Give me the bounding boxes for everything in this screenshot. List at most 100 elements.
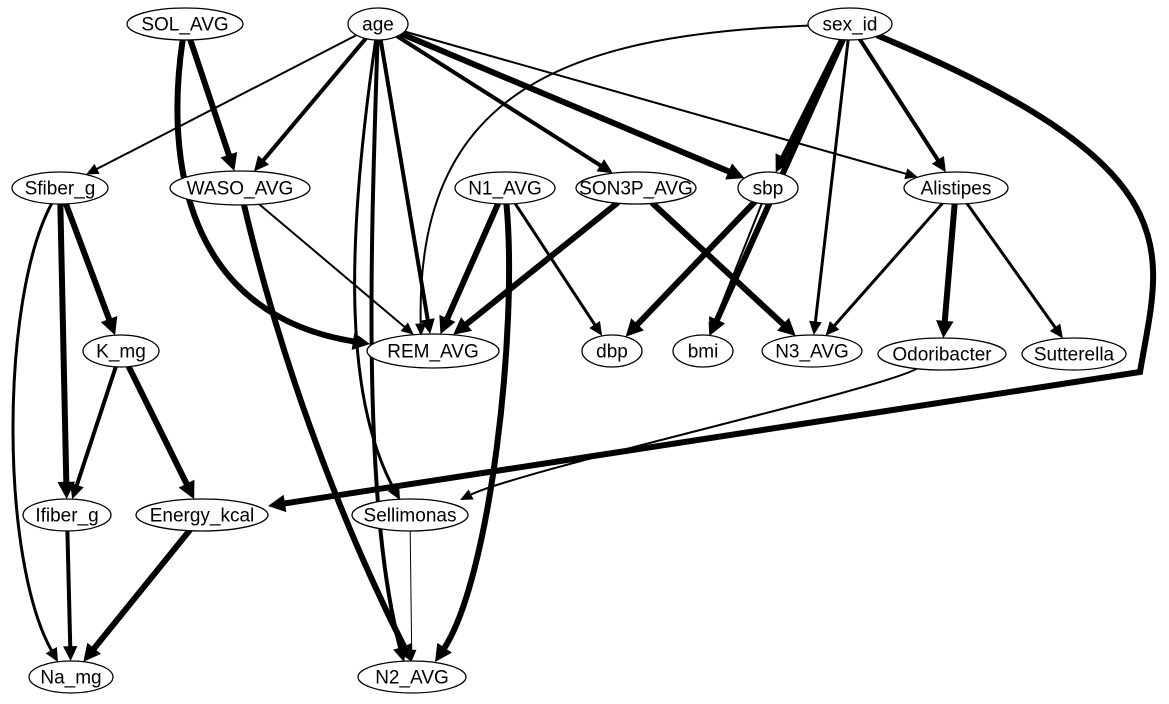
- node-label: N2_AVG: [375, 668, 449, 689]
- edge-line: [94, 34, 358, 171]
- edge-K_mg-to-Ifiber_g: [70, 364, 118, 500]
- edge-arrowhead: [453, 317, 473, 335]
- node-ellipse: [28, 660, 114, 694]
- edge-line: [941, 200, 958, 326]
- edge-K_mg-to-Energy_kcal: [125, 363, 195, 500]
- edge-arrowhead: [725, 163, 745, 180]
- edge-sbp-to-bmi: [708, 202, 763, 336]
- edge-line: [187, 36, 233, 160]
- edge-SON3P_AVG-to-REM_AVG: [453, 200, 621, 335]
- edge-sex_id-to-N3_AVG: [809, 38, 850, 336]
- edge-Alistipes-to-Odoribacter: [936, 200, 958, 339]
- edge-line: [462, 200, 621, 329]
- edge-N1_AVG-to-REM_AVG: [439, 200, 502, 335]
- node-ellipse: [581, 334, 643, 368]
- node-label: Alistipes: [921, 179, 992, 200]
- edge-age-to-WASO_AVG: [254, 36, 368, 172]
- node-ellipse: [351, 498, 469, 532]
- edge-line: [443, 200, 502, 324]
- edge-line: [419, 24, 810, 327]
- node-ifiber-g: Ifiber_g: [22, 498, 112, 532]
- edge-Odoribacter-to-Sellimonas: [460, 367, 918, 500]
- node-label: Na_mg: [40, 668, 101, 689]
- edge-line: [513, 202, 598, 328]
- node-sex-id: sex_id: [807, 7, 893, 41]
- edge-sex_id-to-Alistipes: [858, 37, 946, 173]
- edge-arrowhead: [809, 320, 822, 336]
- node-sbp: sbp: [737, 171, 799, 205]
- node-ellipse: [366, 333, 500, 369]
- node-n3-avg: N3_AVG: [761, 334, 863, 368]
- node-rem-avg: REM_AVG: [366, 333, 500, 369]
- edge-age-to-sbp: [398, 30, 745, 180]
- edge-arrowhead: [400, 322, 414, 335]
- node-son3p-avg: SON3P_AVG: [575, 171, 697, 205]
- edge-line: [440, 200, 513, 653]
- node-label: bmi: [688, 342, 719, 363]
- node-ellipse: [11, 171, 109, 205]
- node-ellipse: [126, 7, 244, 41]
- node-na-mg: Na_mg: [28, 660, 114, 694]
- edge-age-to-SON3P_AVG: [395, 34, 613, 174]
- edge-Sellimonas-to-N2_AVG: [406, 530, 417, 662]
- node-ellipse: [672, 334, 734, 368]
- edge-arrowhead: [777, 317, 796, 336]
- node-k-mg: K_mg: [82, 334, 160, 368]
- edge-line: [89, 527, 193, 653]
- node-label: Sutterella: [1034, 345, 1115, 366]
- edge-line: [174, 36, 358, 345]
- node-label: sex_id: [823, 15, 878, 36]
- edge-age-to-Alistipes: [403, 30, 918, 180]
- edge-Sfiber_g-to-Ifiber_g: [57, 201, 76, 500]
- node-waso-avg: WASO_AVG: [169, 170, 311, 206]
- node-ellipse: [807, 7, 893, 41]
- edge-arrowhead: [45, 647, 58, 662]
- edge-arrowhead: [406, 649, 417, 662]
- edge-sbp-to-dbp: [625, 199, 758, 337]
- edge-arrowhead: [589, 321, 603, 336]
- edge-arrowhead: [178, 479, 195, 500]
- edge-SOL_AVG-to-WASO_AVG: [187, 36, 238, 172]
- node-label: dbp: [596, 342, 628, 363]
- edge-line: [858, 37, 941, 164]
- node-ellipse: [575, 171, 697, 205]
- node-label: sbp: [753, 179, 784, 200]
- edge-line: [57, 201, 70, 487]
- edge-line: [74, 364, 118, 489]
- node-label: Odoribacter: [892, 345, 992, 366]
- edge-N1_AVG-to-N2_AVG: [435, 200, 513, 662]
- node-sol-avg: SOL_AVG: [126, 7, 244, 41]
- edge-arrowhead: [904, 168, 918, 180]
- edge-arrowhead: [100, 316, 118, 336]
- edge-line: [260, 36, 368, 164]
- node-label: Energy_kcal: [150, 506, 255, 527]
- node-label: Sfiber_g: [25, 179, 96, 200]
- edge-arrowhead: [931, 155, 946, 173]
- node-age: age: [347, 7, 409, 41]
- edge-WASO_AVG-to-N2_AVG: [241, 201, 413, 662]
- edge-arrowhead: [415, 323, 427, 336]
- edge-line: [378, 37, 431, 324]
- edge-arrowhead: [396, 642, 413, 662]
- node-ellipse: [903, 171, 1009, 205]
- node-ellipse: [169, 170, 311, 206]
- edge-arrowhead: [596, 159, 613, 174]
- edge-arrowhead: [254, 155, 270, 172]
- edge-line: [403, 30, 909, 176]
- node-ellipse: [82, 334, 160, 368]
- node-label: WASO_AVG: [187, 179, 294, 200]
- edge-line: [65, 528, 73, 651]
- node-ellipse: [877, 337, 1007, 371]
- edge-arrowhead: [420, 318, 435, 335]
- edge-arrowhead: [460, 489, 474, 500]
- node-sutterella: Sutterella: [1021, 337, 1127, 371]
- node-ellipse: [761, 334, 863, 368]
- edge-SON3P_AVG-to-N3_AVG: [649, 200, 796, 336]
- edge-arrowhead: [825, 321, 840, 336]
- edge-arrowhead: [220, 151, 238, 172]
- node-ellipse: [454, 171, 556, 205]
- edge-N1_AVG-to-dbp: [513, 202, 603, 336]
- node-dbp: dbp: [581, 334, 643, 368]
- edge-line: [241, 201, 409, 652]
- edge-line: [258, 203, 407, 330]
